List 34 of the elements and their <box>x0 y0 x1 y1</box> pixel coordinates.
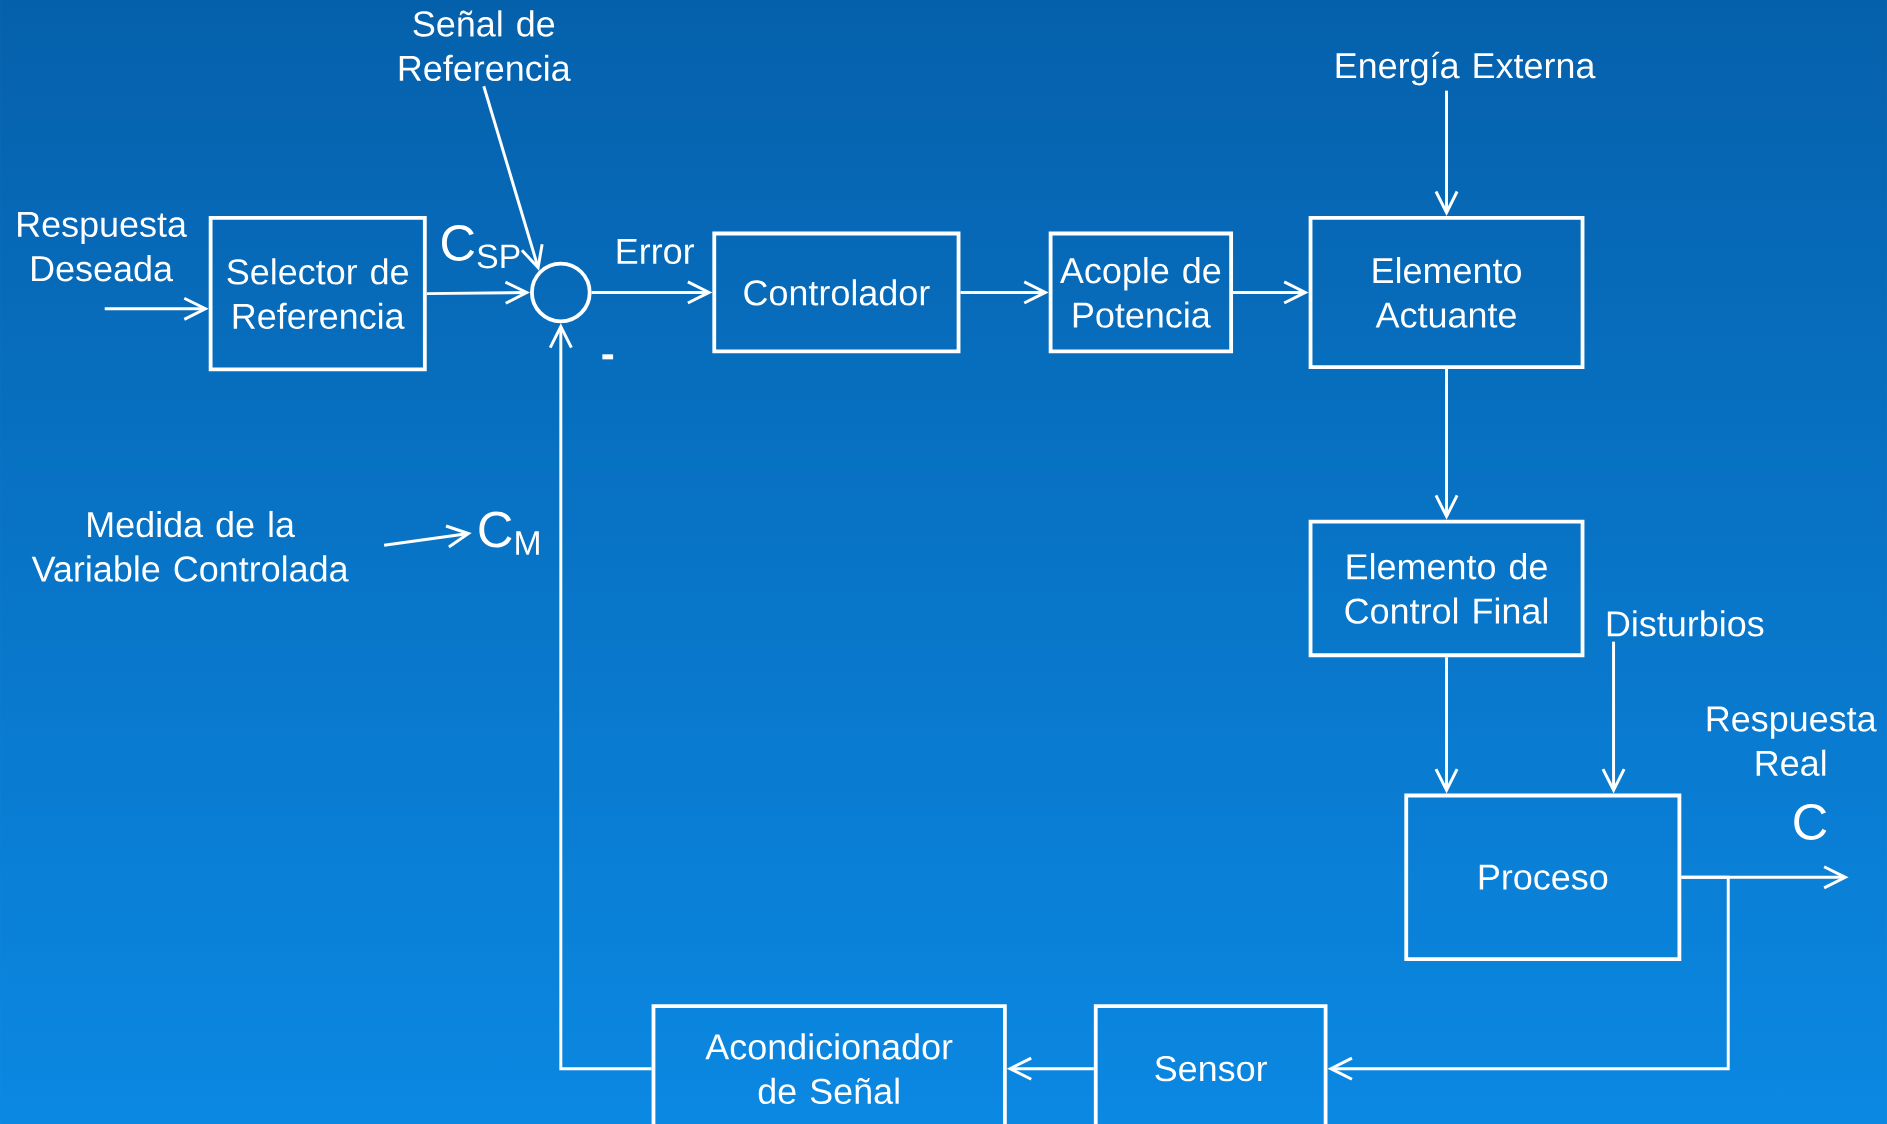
arrow <box>482 85 544 271</box>
arrow <box>426 280 531 305</box>
signal-symbol: C$_{SP}$ <box>442 225 520 269</box>
signal-symbol: C <box>1794 804 1827 840</box>
arrow <box>548 323 652 1071</box>
process-box: Selector de Referencia <box>208 215 427 372</box>
text-label: Medida de la Variable Controlada <box>31 510 349 582</box>
text-label: Respuesta Real <box>1707 706 1877 777</box>
minus-sign: - <box>602 354 614 360</box>
text-label: Respuesta Deseada <box>18 211 187 282</box>
text-label: Energía Externa <box>1336 51 1596 86</box>
arrow <box>1233 280 1309 305</box>
process-box: Controlador <box>712 231 961 354</box>
process-box: Acople de Potencia <box>1048 231 1234 354</box>
arrow <box>1434 657 1459 794</box>
process-box: Proceso <box>1404 793 1682 962</box>
process-box: Sensor <box>1093 1004 1328 1124</box>
arrow <box>383 524 472 549</box>
edge-label: Error <box>617 238 694 265</box>
arrow <box>1006 1056 1094 1081</box>
text-label: Disturbios <box>1607 610 1764 637</box>
process-box: Acondicionador de Señal <box>651 1004 1007 1124</box>
arrow <box>104 296 209 321</box>
arrow <box>1434 90 1459 216</box>
arrow <box>960 280 1049 305</box>
signal-symbol: C$_{M}$ <box>479 511 539 555</box>
arrow <box>1327 875 1730 1081</box>
process-box: Elemento de Control Final <box>1308 519 1585 658</box>
text-label: Señal de Referencia <box>399 10 571 82</box>
process-box: Elemento Actuante <box>1308 215 1585 369</box>
summing-junction <box>530 261 592 324</box>
arrow <box>591 280 713 305</box>
arrow <box>1434 368 1459 520</box>
arrow <box>1601 641 1626 794</box>
